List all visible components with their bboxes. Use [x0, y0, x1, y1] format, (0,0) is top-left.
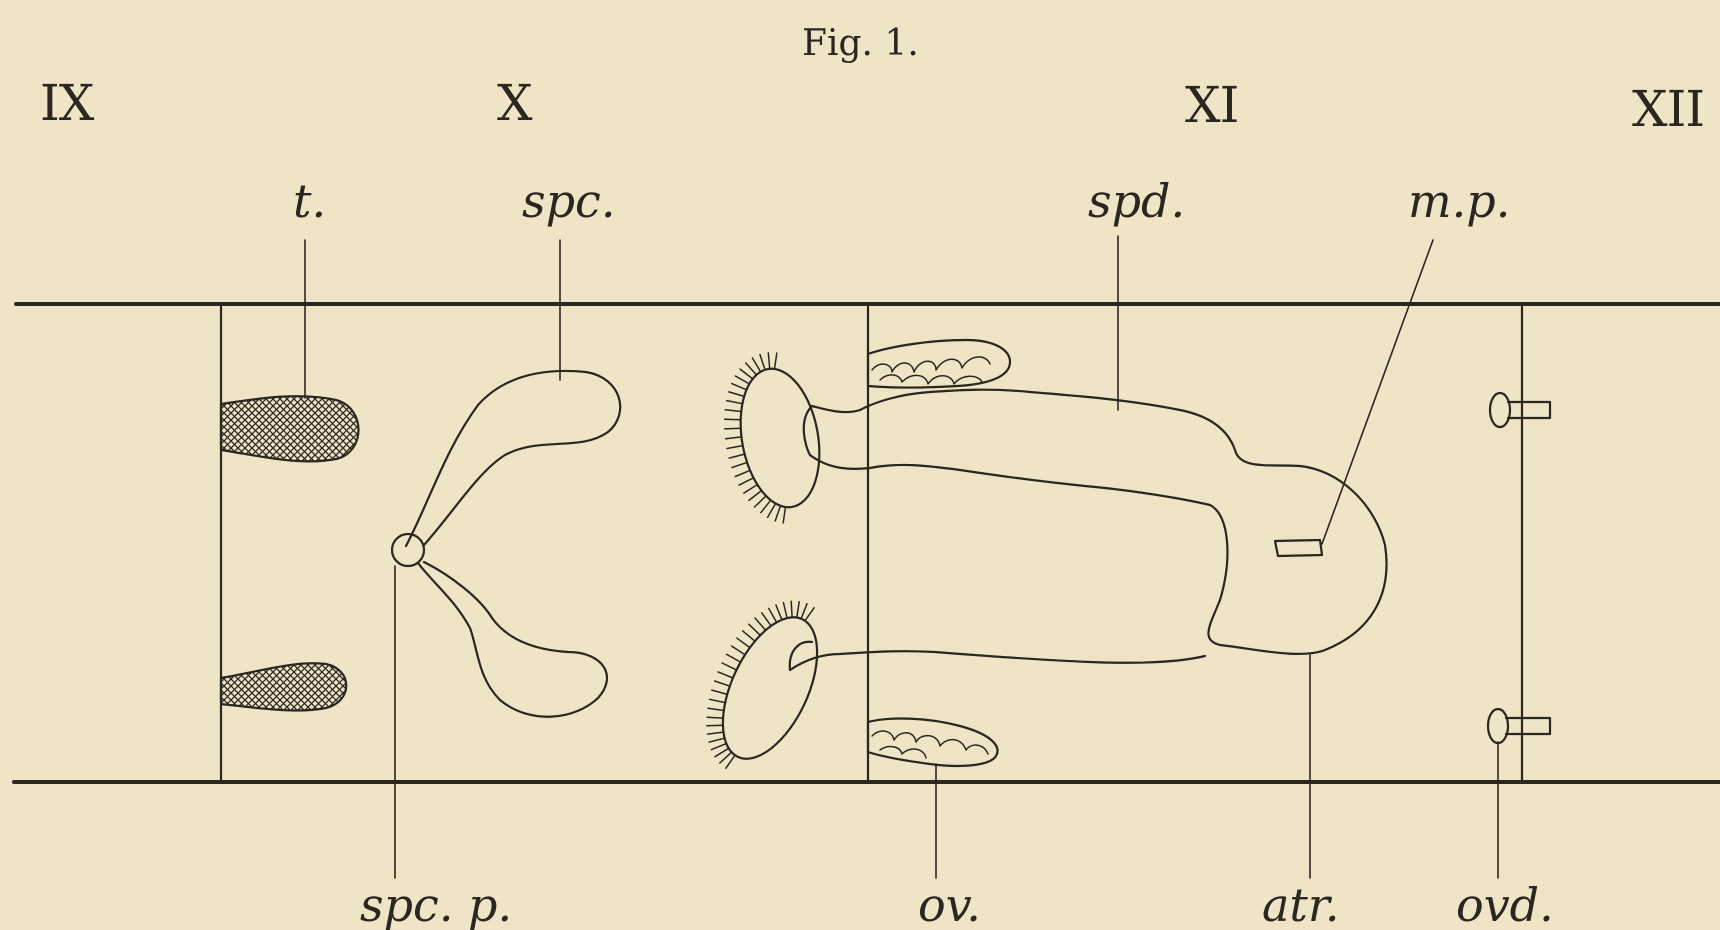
cilium	[775, 353, 777, 369]
cilium	[755, 496, 767, 507]
cilium	[725, 428, 741, 429]
cilium	[729, 454, 745, 458]
cilium	[727, 446, 743, 449]
cilium	[749, 491, 762, 501]
leader-mp	[1322, 240, 1433, 544]
cilium	[801, 604, 807, 619]
cilium	[712, 744, 727, 750]
male-pore	[1275, 540, 1322, 556]
cilium	[776, 605, 782, 620]
cilium	[715, 681, 730, 686]
cilium	[707, 717, 723, 718]
cilium	[710, 699, 726, 702]
label-male-pore: m.p.	[1408, 178, 1510, 224]
cilium	[775, 506, 780, 521]
segment-label-xii: XII	[1632, 84, 1704, 134]
cilium	[722, 663, 736, 670]
cilium	[727, 654, 741, 662]
cilium	[755, 618, 766, 630]
cilium	[718, 672, 733, 678]
cilium	[783, 507, 785, 523]
cilium	[743, 631, 755, 641]
cilium	[732, 384, 747, 390]
testis-lower	[221, 663, 346, 710]
cilium	[746, 363, 757, 375]
cilium	[715, 748, 729, 756]
label-spermiducal-gland: spd.	[1088, 178, 1185, 224]
cilium	[709, 738, 725, 742]
cilium	[735, 376, 749, 384]
spermatheca-lower-arm	[418, 562, 607, 717]
cilium	[797, 602, 799, 618]
figure-title: Fig. 1.	[802, 26, 919, 62]
cilium	[735, 470, 750, 476]
cilium	[726, 437, 742, 439]
cilium	[725, 410, 741, 412]
cilium	[712, 690, 727, 694]
cilium	[752, 358, 760, 372]
cilium	[708, 732, 724, 734]
atrium	[810, 390, 1387, 654]
label-spermathecal-pore: spc. p.	[360, 882, 512, 928]
cilium	[737, 638, 750, 647]
segment-label-x: X	[497, 78, 532, 128]
cilium	[707, 725, 723, 726]
cilium	[739, 478, 753, 485]
label-testis: t.	[293, 178, 326, 224]
cilium	[760, 355, 765, 370]
segment-label-xi: XI	[1185, 80, 1238, 130]
cilium	[768, 504, 776, 518]
cilium	[768, 353, 769, 369]
testis-upper	[221, 396, 359, 461]
cilium	[727, 401, 743, 404]
label-ovary: ov.	[918, 882, 981, 928]
cilium	[791, 601, 792, 617]
male-funnel-upper	[730, 362, 829, 513]
cilium	[732, 462, 747, 467]
cilium	[805, 608, 814, 621]
cilium	[783, 603, 787, 619]
cilium	[761, 500, 771, 513]
cilium	[744, 485, 758, 494]
ovary-upper	[868, 340, 1010, 388]
cilium	[725, 419, 741, 420]
cilium	[729, 392, 744, 397]
cilium	[708, 708, 724, 710]
cilium	[749, 624, 760, 635]
spermatheca-upper-arm	[406, 371, 620, 546]
cilium	[732, 646, 745, 655]
oviducal-pore-upper	[1490, 393, 1550, 427]
spermatheca-pore-bulb	[392, 534, 424, 566]
male-funnel-lower	[703, 603, 836, 773]
ovary-lower	[868, 719, 998, 766]
cilium	[740, 369, 753, 379]
segment-label-ix: IX	[40, 78, 93, 128]
oviducal-pore-lower	[1488, 709, 1550, 743]
cilium	[769, 608, 777, 622]
label-spermatheca: spc.	[522, 178, 615, 224]
cilium	[762, 613, 771, 626]
label-atrium: atr.	[1262, 882, 1339, 928]
label-oviduct: ovd.	[1456, 882, 1554, 928]
